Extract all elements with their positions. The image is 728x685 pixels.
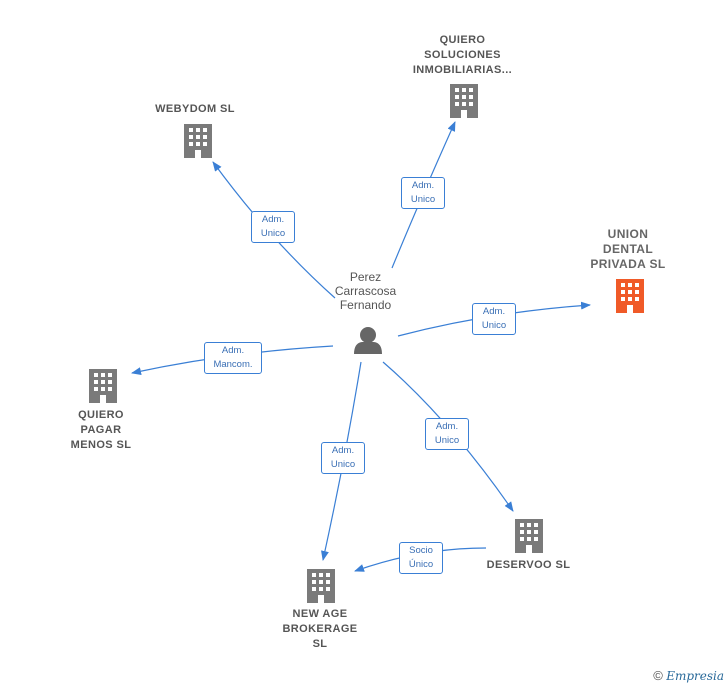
brand-logo[interactable]: Empresia bbox=[666, 669, 724, 683]
person-icon[interactable] bbox=[354, 327, 382, 354]
company-label-quiero-pagar[interactable]: QUIERO PAGAR MENOS SL bbox=[70, 409, 132, 451]
company-label-new-age[interactable]: NEW AGE BROKERAGE SL bbox=[282, 608, 358, 650]
company-label-quiero-soluciones[interactable]: QUIERO SOLUCIONES INMOBILIARIAS... bbox=[412, 34, 513, 76]
copyright-icon: © bbox=[653, 668, 663, 683]
edge-label-quiero-soluciones: Adm. Unico bbox=[401, 177, 445, 209]
edge-label-union-dental: Adm. Unico bbox=[472, 303, 516, 335]
person-name-label[interactable]: Perez Carrascosa Fernando bbox=[334, 270, 397, 312]
building-icon-new-age[interactable] bbox=[307, 569, 335, 603]
copyright: © Empresia bbox=[653, 668, 724, 683]
edge-label-deservoo: Adm. Unico bbox=[425, 418, 469, 450]
company-label-webydom[interactable]: WEBYDOM SL bbox=[155, 103, 235, 115]
building-icon-quiero-soluciones[interactable] bbox=[450, 84, 478, 118]
building-icon-quiero-pagar[interactable] bbox=[89, 369, 117, 403]
edge-label-deservoo-new-age: Socio Único bbox=[399, 542, 443, 574]
building-icon-webydom[interactable] bbox=[184, 124, 212, 158]
building-icon-union-dental[interactable] bbox=[616, 279, 644, 313]
edge-label-webydom: Adm. Unico bbox=[251, 211, 295, 243]
building-icon-deservoo[interactable] bbox=[515, 519, 543, 553]
company-label-union-dental[interactable]: UNION DENTAL PRIVADA SL bbox=[590, 227, 666, 271]
edge-label-quiero-pagar: Adm. Mancom. bbox=[204, 342, 262, 374]
company-label-deservoo[interactable]: DESERVOO SL bbox=[486, 559, 571, 571]
edge-label-new-age: Adm. Unico bbox=[321, 442, 365, 474]
